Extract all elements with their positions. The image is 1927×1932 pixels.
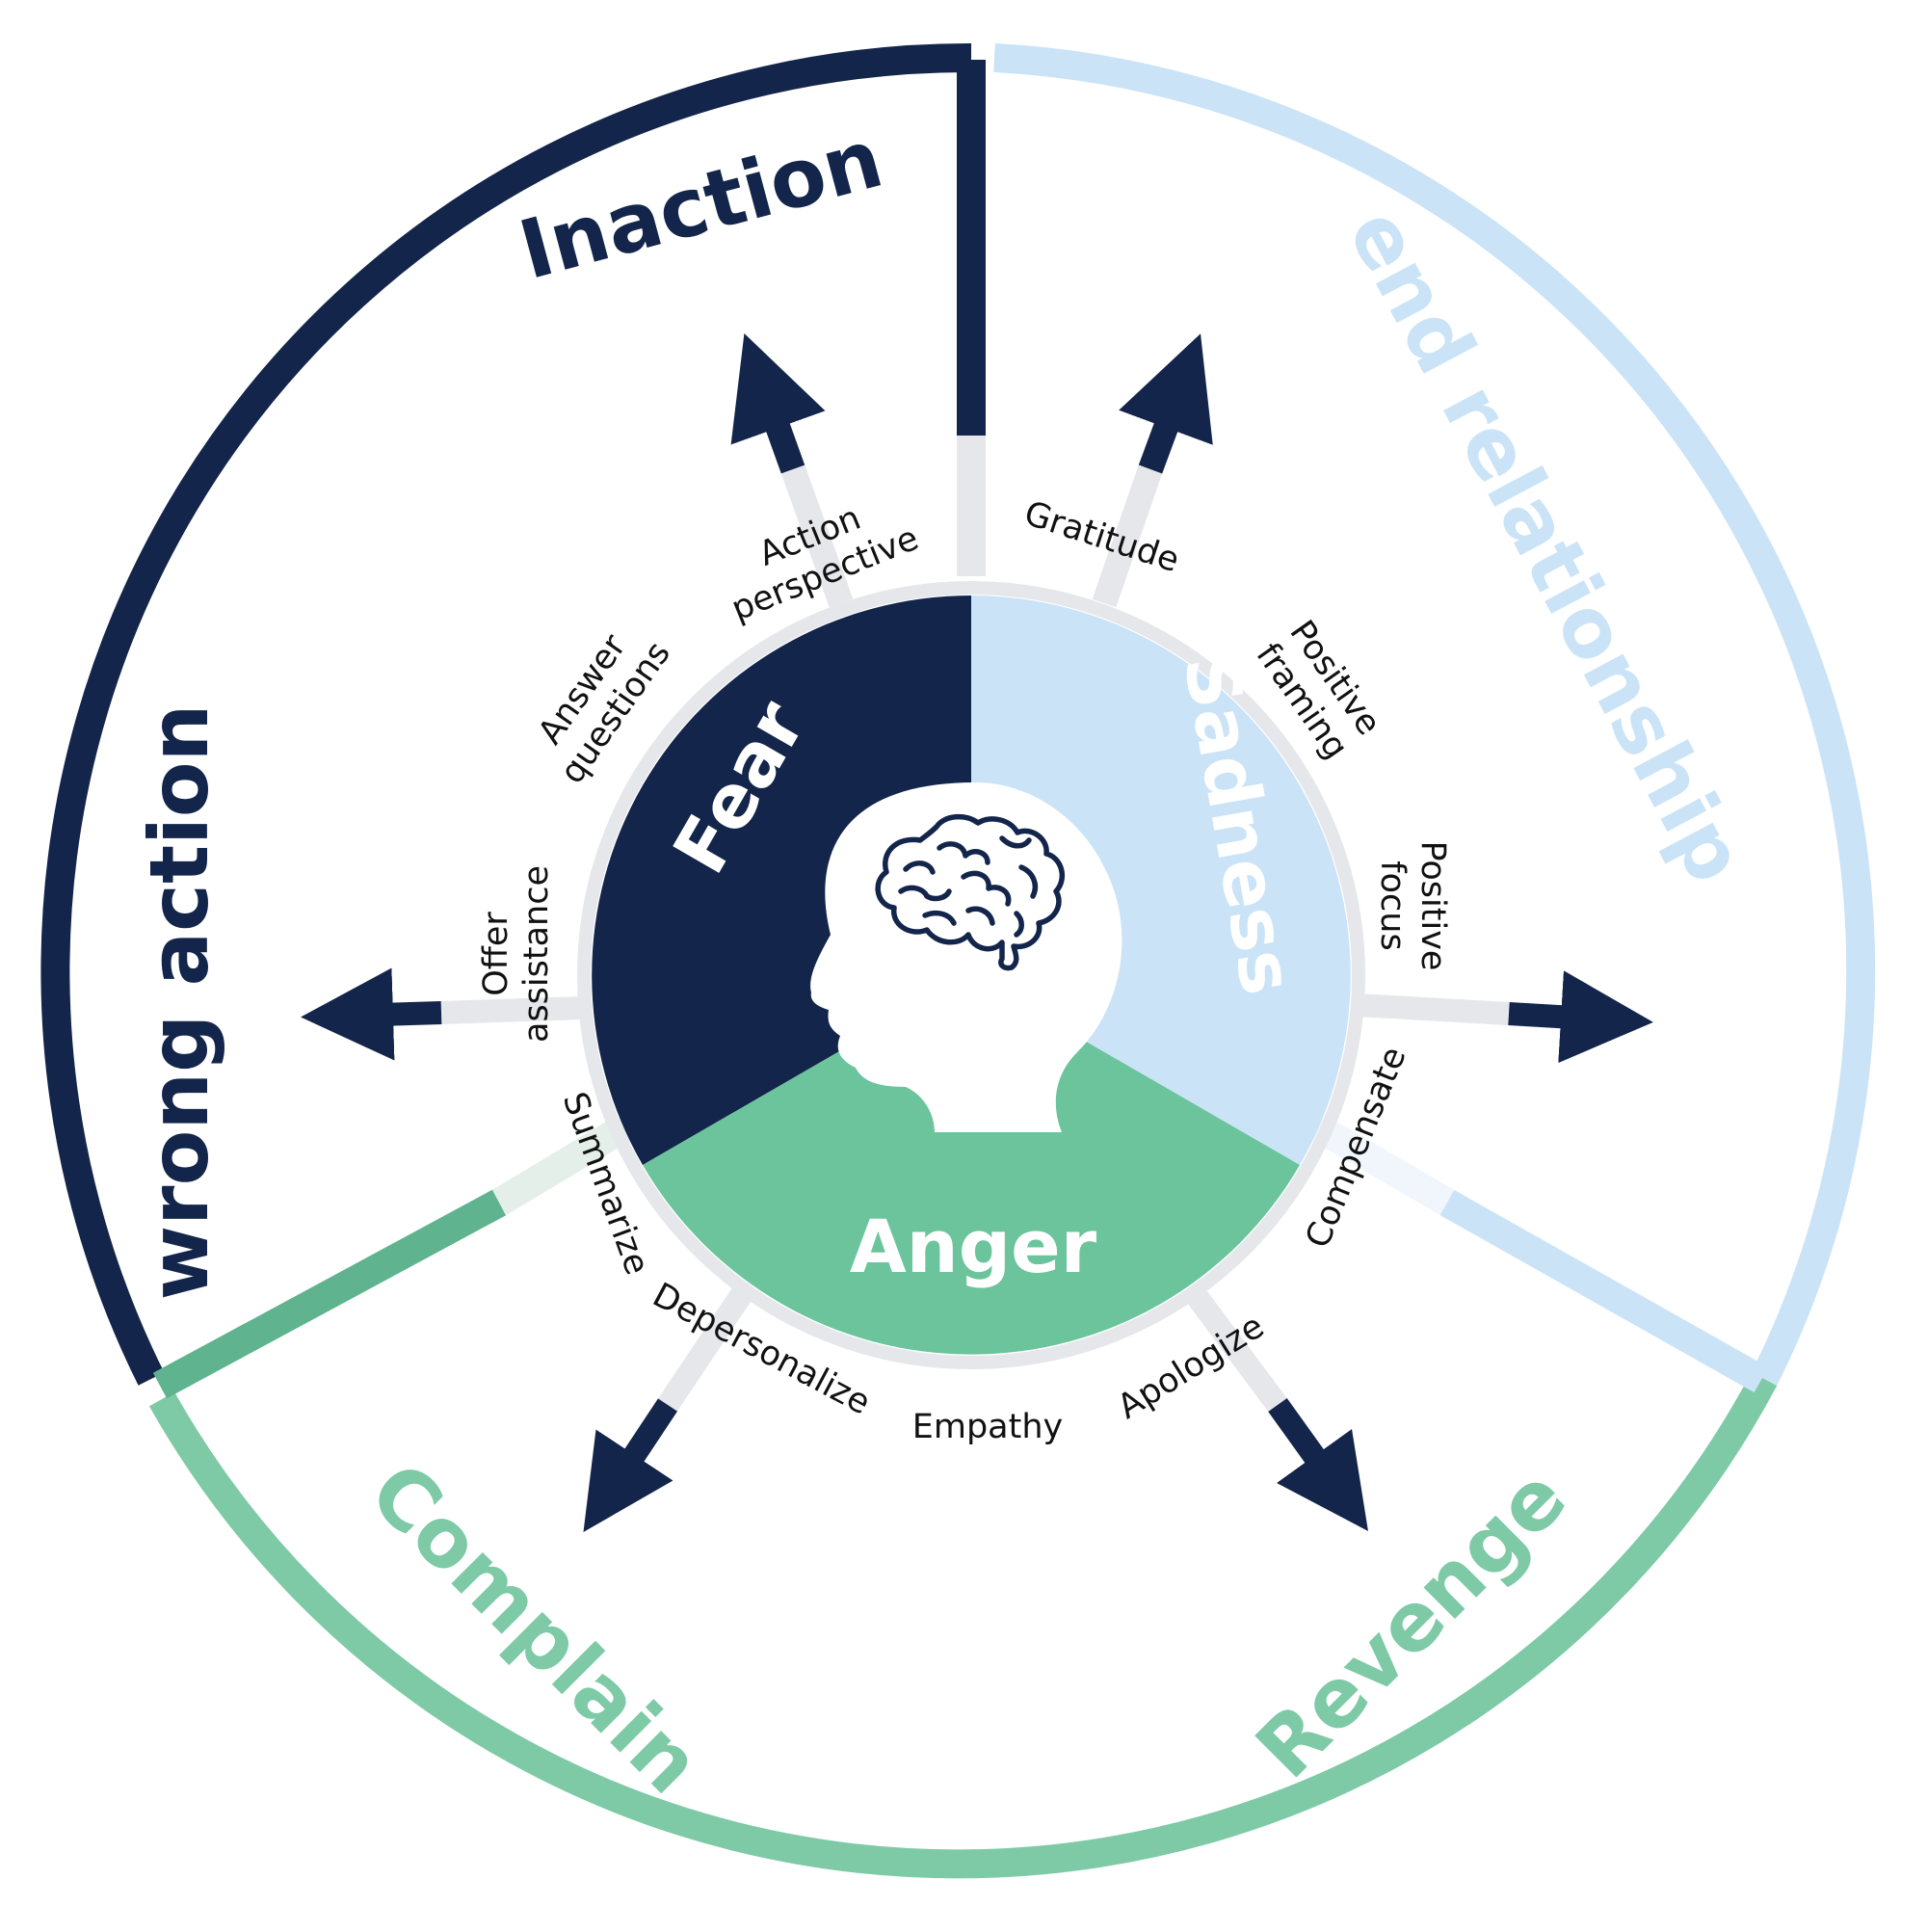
arrow-inaction [730, 333, 826, 474]
arrow-inaction-grey [780, 464, 854, 608]
technique-empathy: Empathy [912, 1408, 1064, 1446]
spoke-right-blue [1439, 1189, 1769, 1393]
spoke-left-pale [491, 1115, 632, 1215]
arrow-positive-focus-grey [1356, 993, 1510, 1025]
brain-icon [875, 813, 1066, 971]
arrow-revenge-grey [1183, 1284, 1287, 1413]
arrows [301, 333, 1653, 1533]
spoke-right-pale [1310, 1115, 1455, 1215]
outer-ring-anger-arc [148, 1371, 1778, 1879]
spoke-left-green [152, 1189, 507, 1399]
emotion-anger-label: Anger [850, 1204, 1097, 1289]
head-with-brain-icon [810, 782, 1122, 1132]
arrow-wrong-action [301, 967, 442, 1061]
svg-text:Positive: Positive [1413, 841, 1452, 971]
arrow-complain-grey [658, 1284, 753, 1412]
arrow-end-relationship [1119, 333, 1213, 474]
outcome-wrong-action: wrong action [132, 704, 226, 1301]
spokes [152, 60, 1769, 1399]
svg-text:assistance: assistance [517, 865, 556, 1043]
center-grey-ring [577, 581, 1365, 1369]
arrow-revenge [1268, 1398, 1368, 1532]
segment-anger [643, 975, 1300, 1355]
technique-positive-focus: Positive focus [1373, 841, 1452, 971]
outer-ring-sadness-arc [993, 43, 1876, 1386]
svg-text:focus: focus [1373, 860, 1412, 950]
arrow-end-relationship-grey [1092, 464, 1163, 608]
outer-ring-fear-arc [40, 42, 972, 1386]
technique-offer-assistance: Offer assistance [477, 865, 556, 1043]
technique-gratitude: Gratitude [1019, 494, 1183, 580]
outer-ring [40, 42, 1876, 1879]
arrow-positive-focus [1508, 970, 1653, 1064]
arrow-wrong-action-grey [440, 996, 584, 1024]
arrow-complain [583, 1398, 678, 1533]
svg-text:Offer: Offer [477, 912, 515, 996]
